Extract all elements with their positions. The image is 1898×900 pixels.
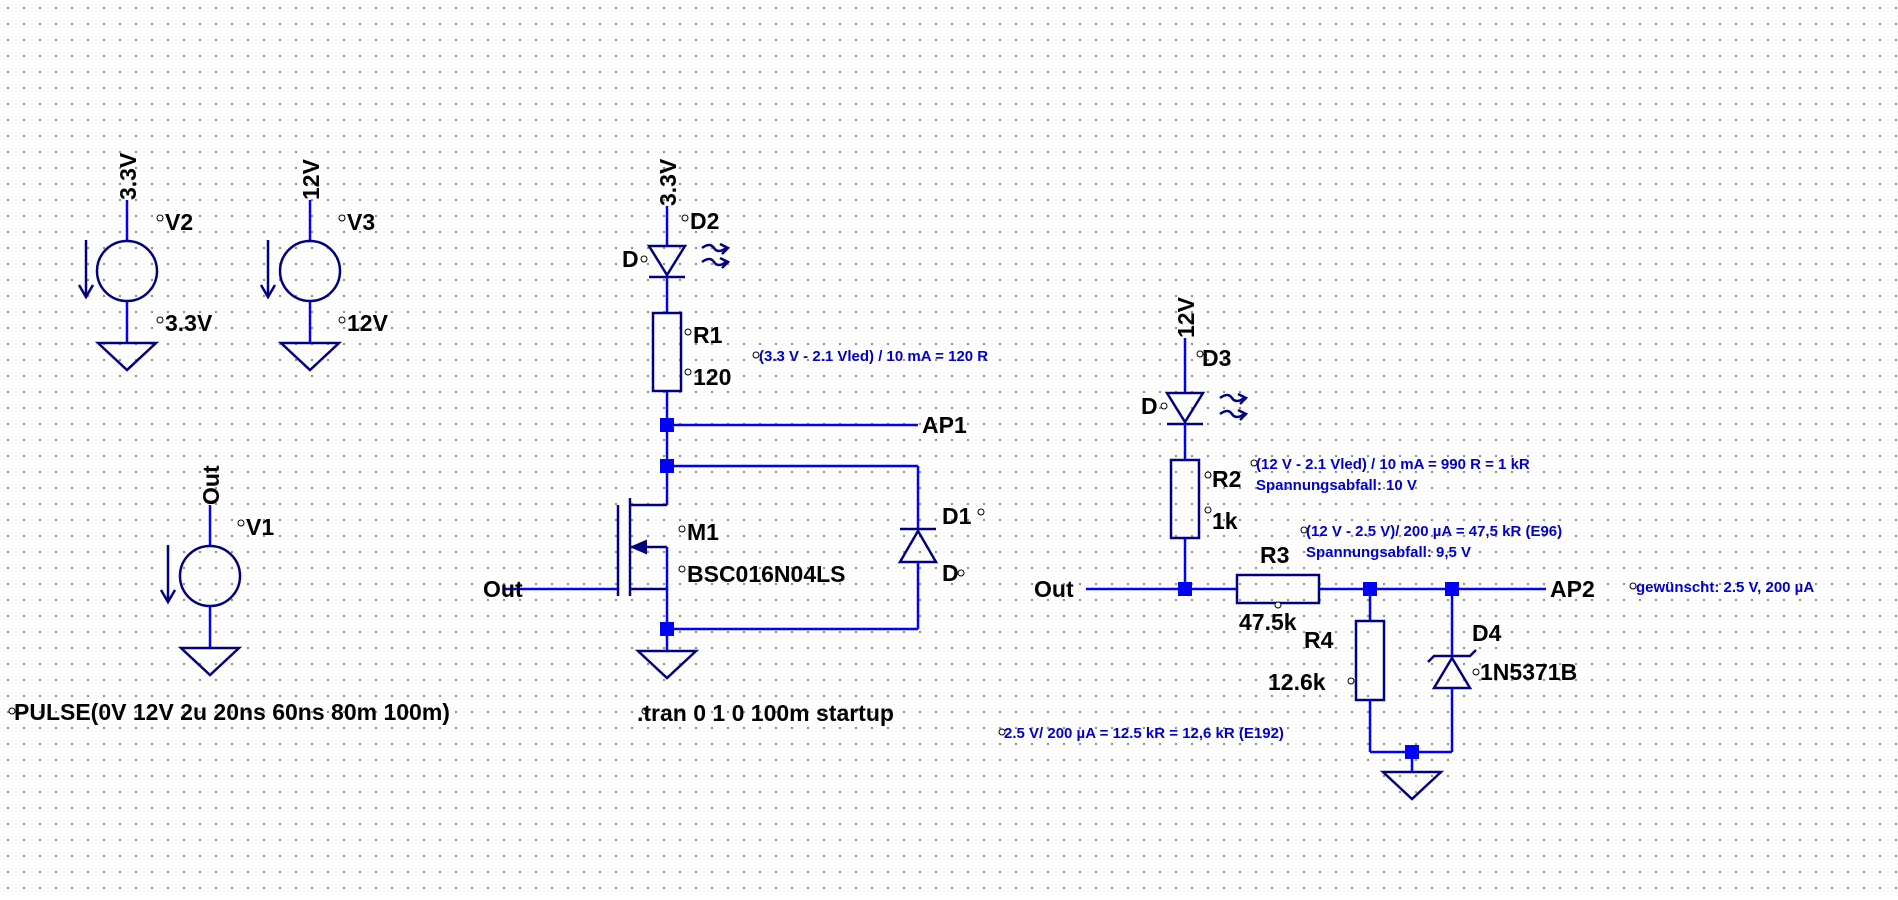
d4-model: 1N5371B [1480,659,1577,685]
left-branch: 3.3V D2 D R1 120 (3.3 V - 2.1 Vled) [483,158,988,726]
r4-calculation-note: 2.5 V/ 200 µA = 12.5 kR = 12,6 kR (E192) [1004,725,1284,742]
r3-value: 47.5k [1239,609,1297,635]
net-label-out-v1: Out [198,465,224,505]
d3-model: D [1141,393,1158,419]
v3-value: 12V [347,310,389,336]
mosfet-m1[interactable]: M1 BSC016N04LS [505,466,846,629]
v3-name: V3 [347,209,375,235]
r3-voltage-drop-note: Spannungsabfall: 9,5 V [1306,544,1471,561]
resistor-r1[interactable]: R1 120 [651,311,731,393]
spice-directive-tran: .tran 0 1 0 100m startup [637,700,894,726]
current-arrow-icon [259,240,277,300]
net-label-out-gate: Out [483,576,523,602]
r4-name: R4 [1304,627,1334,653]
m1-name: M1 [687,519,719,545]
r1-name: R1 [693,322,723,348]
current-arrow-icon [77,240,95,300]
v1-name: V1 [246,514,274,540]
diode-d1[interactable]: D1 D [897,466,985,629]
right-branch: 12V D3 D R2 1k (12 V - 2.1 Vled) / 1 [998,296,1814,801]
led-d2[interactable]: D2 D [622,208,731,279]
r2-voltage-drop-note: Spannungsabfall: 10 V [1256,477,1417,494]
net-label-ap2: AP2 [1550,576,1595,602]
net-label-3v3: 3.3V [115,152,141,200]
net-label-12v-right: 12V [1173,296,1199,338]
net-label-12v: 12V [298,158,324,200]
voltage-source-v1[interactable]: Out V1 PULSE(0V 12V 2u 20ns 60ns 80m 100… [8,465,450,725]
d4-name: D4 [1472,620,1502,646]
r1-value: 120 [693,364,731,390]
net-label-ap1: AP1 [922,412,967,438]
ap2-target-note: gewünscht: 2.5 V, 200 µA [1636,579,1814,596]
d3-name: D3 [1202,345,1231,371]
zener-diode-d4[interactable]: D4 1N5371B [1427,589,1577,752]
d2-model: D [622,246,639,272]
light-emission-icon [1219,392,1249,421]
v2-value: 3.3V [165,310,213,336]
net-label-out-right: Out [1034,576,1074,602]
current-arrow-icon [159,545,177,605]
r1-calculation-note: (3.3 V - 2.1 Vled) / 10 mA = 120 R [759,348,988,365]
voltage-source-v2[interactable]: 3.3V V2 3.3V [77,152,213,372]
m1-model: BSC016N04LS [687,561,846,587]
r3-name: R3 [1260,542,1289,568]
r3-calculation-note: (12 V - 2.5 V)/ 200 µA = 47,5 kR (E96) [1306,523,1562,540]
resistor-r3[interactable]: R3 47.5k [1235,542,1321,635]
led-d3[interactable]: D3 D [1141,345,1249,426]
r2-name: R2 [1212,466,1241,492]
voltage-source-v3[interactable]: 12V V3 12V [259,158,389,372]
resistor-r4[interactable]: R4 12.6k [1268,589,1386,752]
r2-calculation-note: (12 V - 2.1 Vled) / 10 mA = 990 R = 1 kR [1256,456,1530,473]
v1-pulse-value: PULSE(0V 12V 2u 20ns 60ns 80m 100m) [14,699,450,725]
d2-name: D2 [690,208,719,234]
v2-name: V2 [165,209,193,235]
net-label-3v3-left: 3.3V [655,158,681,206]
r4-value: 12.6k [1268,669,1326,695]
d1-model: D [942,560,959,586]
d1-name: D1 [942,503,972,529]
r2-value: 1k [1212,508,1238,534]
light-emission-icon [701,242,731,269]
